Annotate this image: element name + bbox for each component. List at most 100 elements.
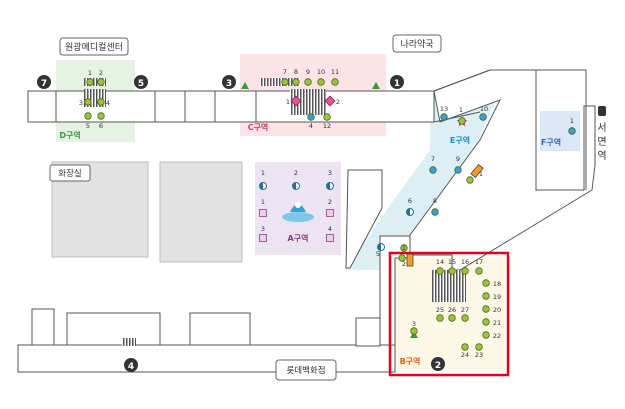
point-a-2: 2: [326, 198, 334, 217]
point-c-9: 9: [304, 68, 312, 86]
zone-f-label: F구역: [541, 137, 561, 147]
stairs-b-2: [454, 270, 466, 302]
svg-text:2: 2: [99, 69, 103, 77]
point-d-2: 2: [97, 69, 105, 86]
svg-text:24: 24: [461, 351, 469, 359]
seomyeon-char-1: 서: [597, 122, 606, 134]
point-e-1: 1: [466, 170, 483, 184]
zone-d-label: D구역: [59, 130, 80, 140]
svg-text:10: 10: [480, 105, 488, 113]
svg-text:1: 1: [570, 117, 574, 125]
point-d-4: 4: [97, 98, 110, 107]
svg-text:26: 26: [448, 306, 456, 314]
stairs-b: [432, 270, 458, 302]
point-c-12: 12: [323, 113, 331, 130]
svg-text:17: 17: [475, 258, 483, 266]
svg-text:3: 3: [226, 79, 232, 89]
exit-7-icon: 7: [37, 75, 51, 89]
svg-text:8: 8: [294, 68, 298, 76]
svg-text:23: 23: [475, 351, 483, 359]
point-b-27: 27: [461, 306, 469, 322]
svg-text:1: 1: [459, 106, 463, 114]
exit-2-icon: 2: [431, 357, 445, 371]
point-e-7: 7: [429, 155, 437, 174]
svg-text:1: 1: [88, 69, 92, 77]
point-b-22: 22: [482, 331, 501, 340]
point-c-11: 11: [331, 68, 339, 86]
svg-text:2: 2: [402, 260, 406, 268]
point-b-2: 2: [398, 254, 406, 268]
svg-text:11: 11: [331, 68, 339, 76]
svg-text:20: 20: [493, 306, 501, 314]
svg-text:18: 18: [493, 280, 501, 288]
zone-c-label: C구역: [248, 122, 269, 132]
svg-text:16: 16: [461, 258, 469, 266]
structures: [31, 308, 381, 347]
elevator-triangle-icon: [372, 82, 380, 89]
point-b-25: 25: [436, 306, 444, 322]
point-f-1: 1: [568, 117, 576, 135]
stairs-d-top: [84, 78, 106, 86]
svg-text:2: 2: [294, 169, 298, 177]
point-b-26: 26: [448, 306, 456, 322]
svg-text:1: 1: [479, 170, 483, 178]
point-b-19: 19: [482, 292, 501, 301]
point-d-5: 5: [84, 112, 92, 130]
stairs-c-top: [260, 78, 300, 86]
svg-text:7: 7: [41, 79, 47, 89]
svg-text:19: 19: [493, 293, 501, 301]
escalator-icon: [406, 253, 414, 267]
svg-text:27: 27: [461, 306, 469, 314]
svg-text:3: 3: [328, 169, 332, 177]
point-e-9: 9: [454, 155, 462, 174]
escalator-icon: [470, 163, 484, 179]
svg-text:1: 1: [261, 169, 265, 177]
point-c-10: 10: [317, 68, 325, 86]
stairs-exit-4: [122, 338, 136, 346]
svg-text:2: 2: [336, 98, 340, 106]
svg-text:2: 2: [435, 361, 441, 371]
place-labels: 원광메디컬센터 나라약국 화장실 롯데백화점: [49, 34, 442, 381]
seomyeon-char-2: 면: [597, 136, 606, 148]
point-e-6: 6: [406, 197, 414, 216]
svg-text:7: 7: [431, 155, 435, 163]
svg-text:4: 4: [106, 99, 110, 107]
svg-text:5: 5: [138, 79, 144, 89]
zone-b-highlight: [388, 251, 510, 377]
pharmacy-label: 나라약국: [400, 38, 433, 50]
svg-text:4: 4: [128, 362, 134, 372]
point-e-10: 10: [479, 105, 488, 121]
svg-text:1: 1: [394, 79, 400, 89]
zone-a-label: A구역: [288, 233, 309, 243]
point-b-24: 24: [461, 343, 469, 359]
svg-text:1: 1: [402, 244, 406, 252]
point-c-7: 7: [281, 68, 289, 86]
svg-text:10: 10: [317, 68, 325, 76]
svg-text:25: 25: [436, 306, 444, 314]
exit-3-icon: 3: [222, 75, 236, 89]
svg-text:6: 6: [408, 197, 412, 205]
point-b-18: 18: [482, 279, 501, 288]
point-c-8: 8: [292, 68, 300, 86]
svg-text:5: 5: [376, 250, 380, 258]
zone-e-area: [346, 96, 495, 270]
svg-text:6: 6: [99, 122, 103, 130]
point-b-17: 17: [475, 258, 483, 275]
zone-b-label: B구역: [400, 356, 421, 366]
point-b-16: 16: [461, 258, 469, 275]
svg-text:5: 5: [86, 122, 90, 130]
point-a-3: 3: [259, 225, 267, 242]
svg-text:21: 21: [493, 319, 501, 327]
point-d-3: 3: [79, 98, 92, 107]
point-b-3: 3: [410, 320, 418, 335]
point-c-4: 4: [307, 113, 315, 130]
svg-text:2: 2: [328, 198, 332, 206]
exit-1-icon: 1: [390, 75, 404, 89]
svg-text:8: 8: [433, 197, 437, 205]
svg-text:7: 7: [283, 68, 287, 76]
point-e-13: 13: [440, 105, 448, 121]
point-c-2: 2: [324, 95, 340, 107]
svg-text:4: 4: [309, 122, 313, 130]
point-b-14: 14: [436, 258, 444, 275]
